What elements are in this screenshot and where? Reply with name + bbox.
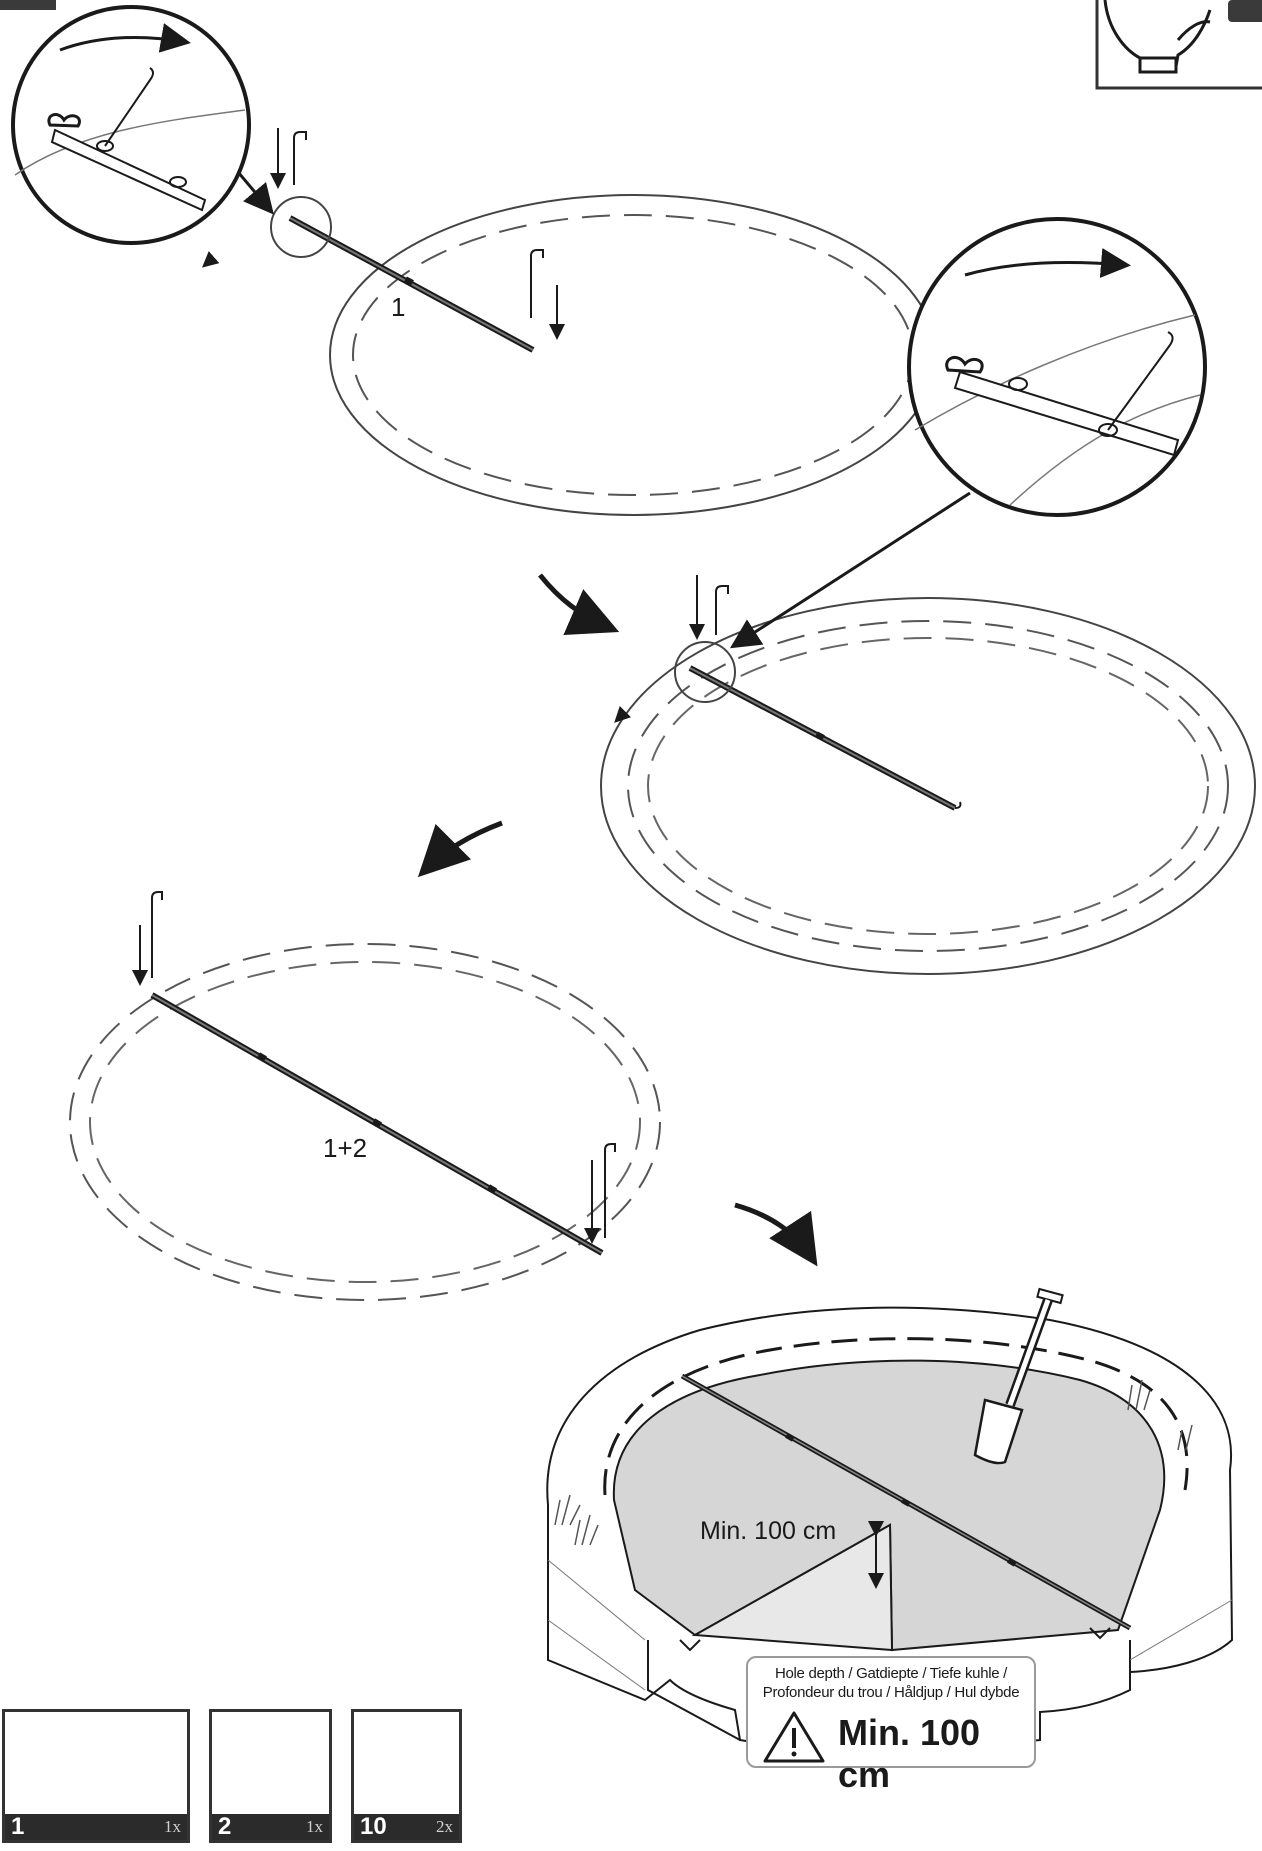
warning-line-1: Hole depth / Gatdiepte / Tiefe kuhle /	[774, 1665, 1008, 1682]
part-card-10: 10 2x	[351, 1709, 462, 1843]
step-1-detail-marker	[270, 196, 332, 258]
warning-value: Min. 100 cm	[838, 1712, 981, 1795]
shovel-icon	[973, 1287, 1064, 1465]
stake-icon	[270, 128, 565, 340]
hole-depth-warning: Hole depth / Gatdiepte / Tiefe kuhle / P…	[746, 1656, 1036, 1795]
part-quantity: 1x	[164, 1817, 181, 1836]
curved-arrow-icon	[417, 820, 503, 878]
step-3-ground-oval	[69, 943, 661, 1301]
hole-pit	[603, 1337, 1189, 1652]
stake-icon	[689, 575, 729, 640]
step-2-ground-oval	[600, 597, 1256, 975]
hole-depth-label: Min. 100 cm	[700, 1517, 837, 1545]
part-card-1: 1 1x	[2, 1709, 190, 1843]
step-2-label: 1+2	[323, 1133, 368, 1163]
grass-icon	[554, 1379, 1193, 1546]
curved-arrow-icon	[538, 573, 620, 636]
step-2-detail-marker	[674, 641, 736, 703]
warning-triangle-icon	[763, 1711, 825, 1763]
curved-arrow-icon	[734, 1202, 818, 1267]
step-1-tube	[288, 215, 535, 353]
part-quantity: 1x	[306, 1817, 323, 1836]
warning-line-2: Profondeur du trou / Håldjup / Hul dybde	[762, 1684, 1020, 1701]
step-1-ground-oval	[201, 194, 937, 516]
two-person-gloves-icon	[1095, 0, 1262, 90]
part-number: 1	[11, 1813, 25, 1840]
step-1-label: 1	[391, 292, 406, 322]
step-2-detail-pointer	[729, 491, 971, 649]
hole-tube	[679, 1373, 1132, 1652]
part-number: 2	[218, 1813, 232, 1840]
part-card-2: 2 1x	[209, 1709, 332, 1843]
step-2-detail-zoom	[907, 217, 1207, 517]
stake-icon	[132, 891, 616, 1244]
step-1-detail-zoom	[11, 5, 274, 245]
step-3-tube	[150, 992, 604, 1256]
page-corner-tab	[0, 0, 56, 10]
part-quantity: 2x	[436, 1817, 453, 1836]
part-number: 10	[360, 1813, 387, 1840]
step-2-tube	[688, 665, 962, 811]
